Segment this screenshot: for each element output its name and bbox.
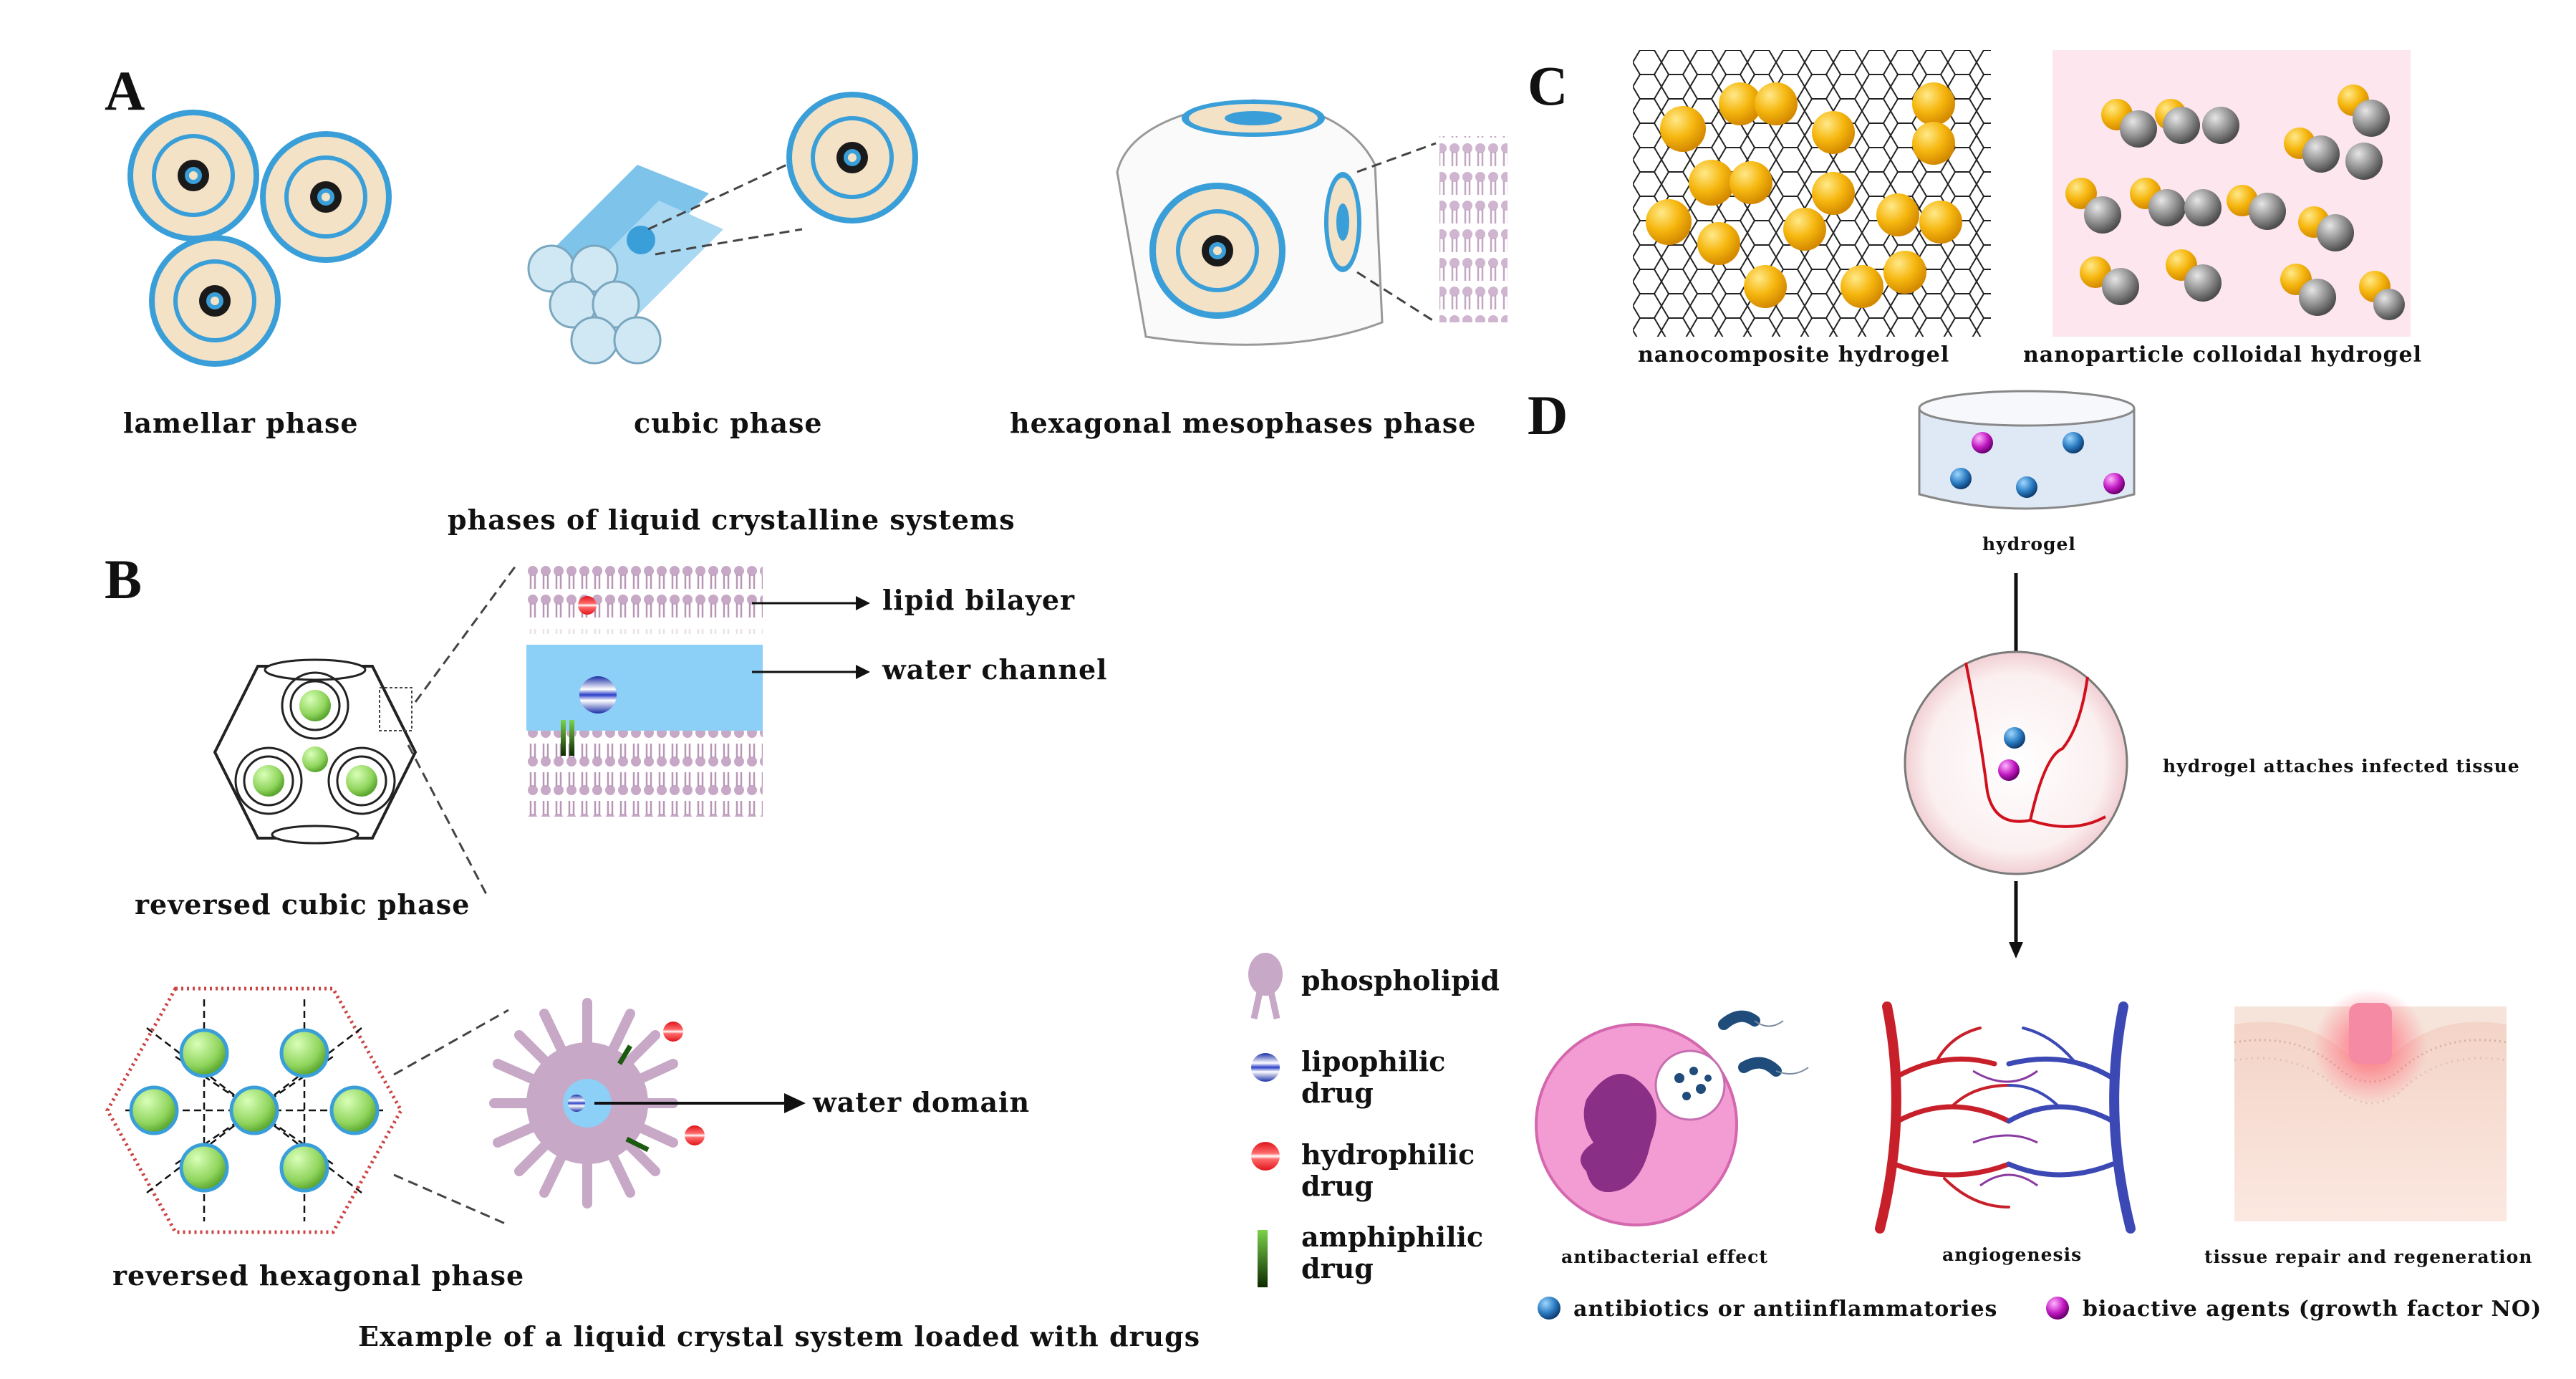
label-nanocomposite-hydrogel: nanocomposite hydrogel xyxy=(1638,342,1950,367)
panel-b-title: Example of a liquid crystal system loade… xyxy=(358,1320,1201,1352)
hydrophilic-drug-icon xyxy=(1251,1142,1280,1171)
label-nanoparticle-colloidal-hydrogel: nanoparticle colloidal hydrogel xyxy=(2023,342,2422,367)
legend-phospholipid: phospholipid xyxy=(1301,964,1500,996)
lamellar-vesicle xyxy=(149,235,281,367)
flow-line-upper xyxy=(2014,573,2018,652)
lamellar-phase-illustration xyxy=(127,110,392,367)
reversed-cubic-phase-illustration xyxy=(213,658,418,845)
antibacterial-effect-illustration xyxy=(1535,1010,1809,1226)
label-reversed-cubic-phase: reversed cubic phase xyxy=(135,888,471,921)
reversed-hexagonal-phase-illustration xyxy=(105,986,403,1234)
label-reversed-hexagonal-phase: reversed hexagonal phase xyxy=(112,1259,525,1292)
antibiotics-legend-icon xyxy=(1538,1297,1560,1320)
label-angiogenesis: angiogenesis xyxy=(1942,1244,2083,1265)
cubic-zoom-dashed-lines xyxy=(407,565,517,896)
panel-c-letter: C xyxy=(1528,54,1568,117)
legend-antibiotics: antibiotics or antiinflammatories xyxy=(1573,1297,1998,1322)
lamellar-vesicle xyxy=(127,110,259,241)
nanocomposite-hydrogel-illustration xyxy=(1633,50,1991,337)
label-hexagonal-phase: hexagonal mesophases phase xyxy=(1010,407,1477,439)
bilayer-arrows xyxy=(752,596,870,679)
label-water-channel: water channel xyxy=(882,653,1108,686)
hexagonal-mesophase-illustration xyxy=(1116,99,1508,346)
flow-arrow-lower xyxy=(2009,881,2023,958)
water-domain-illustration xyxy=(489,998,806,1209)
panel-a-letter: A xyxy=(105,59,145,122)
tissue-repair-illustration xyxy=(2234,989,2507,1221)
hexagonal-zoom-dashed-lines xyxy=(393,1009,509,1226)
hydrogel-dish-illustration xyxy=(1918,390,2136,510)
nanoparticle-colloidal-hydrogel-illustration xyxy=(2052,50,2411,337)
label-tissue-repair: tissue repair and regeneration xyxy=(2204,1246,2533,1267)
cubic-vesicle xyxy=(786,92,918,224)
lamellar-vesicle xyxy=(260,131,392,263)
lipophilic-drug-icon xyxy=(1251,1053,1280,1082)
label-hydrogel: hydrogel xyxy=(1982,534,2076,554)
bioactive-agents-legend-icon xyxy=(2046,1297,2069,1320)
label-lipid-bilayer: lipid bilayer xyxy=(882,584,1076,616)
cylinder-bundle xyxy=(527,165,723,365)
cubic-phase-illustration xyxy=(527,92,918,365)
panel-b-letter: B xyxy=(105,548,143,610)
panel-a-title: phases of liquid crystalline systems xyxy=(448,504,1016,536)
bilayer-water-channel-illustration xyxy=(526,566,763,817)
label-cubic-phase: cubic phase xyxy=(634,407,823,439)
label-hydrogel-attaches-infected-tissue: hydrogel attaches infected tissue xyxy=(2163,756,2520,777)
amphiphilic-drug-icon xyxy=(1258,1230,1268,1287)
infected-tissue-illustration xyxy=(1904,650,2128,875)
angiogenesis-illustration xyxy=(1875,1001,2136,1234)
panel-d-letter: D xyxy=(1528,384,1568,446)
label-water-domain: water domain xyxy=(813,1086,1031,1118)
legend-bioactive-agents: bioactive agents (growth factor NO) xyxy=(2083,1297,2542,1322)
label-antibacterial-effect: antibacterial effect xyxy=(1561,1246,1768,1267)
phospholipid-icon xyxy=(1248,953,1283,1019)
label-lamellar-phase: lamellar phase xyxy=(123,407,359,439)
